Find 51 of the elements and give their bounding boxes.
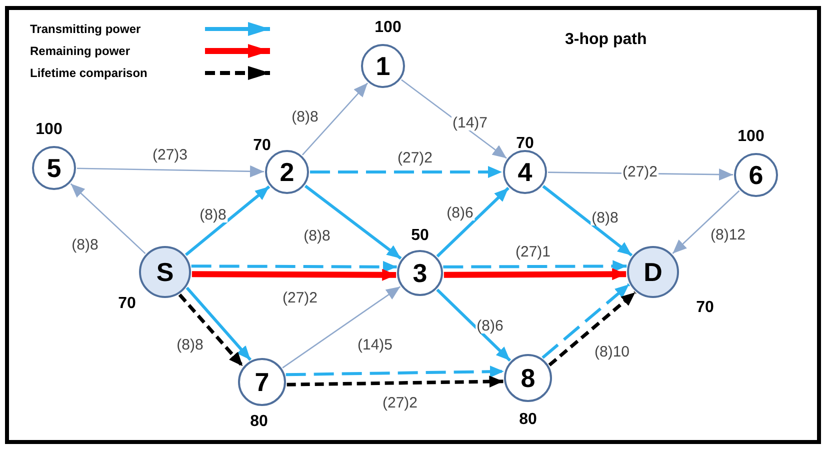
- node-value: 100: [374, 18, 402, 38]
- arrow: [184, 185, 270, 256]
- edge-label: (27)2: [621, 164, 659, 180]
- arrow: [436, 288, 512, 362]
- edge-label: (14)7: [451, 116, 489, 130]
- arrow: [302, 82, 368, 156]
- edge-label: (14)5: [356, 338, 394, 352]
- edge-label: (8)8: [302, 228, 332, 244]
- edge-label: (8)6: [476, 318, 504, 334]
- edge-label: (27)3: [151, 148, 189, 162]
- edge-label: (8)8: [70, 238, 100, 252]
- legend-label: Remaining power: [30, 45, 130, 57]
- arrow: [286, 366, 504, 378]
- legend-label: Transmitting power: [30, 23, 141, 35]
- node-value: 80: [250, 412, 268, 432]
- arrow: [443, 260, 627, 272]
- edge-label: (8)8: [198, 208, 228, 222]
- edge-label: (8)12: [709, 228, 747, 242]
- arrow: [436, 186, 510, 258]
- arrow: [191, 260, 397, 273]
- diagram-title: 3-hop path: [565, 30, 647, 50]
- node-value: 50: [411, 226, 429, 246]
- legend-label: Lifetime comparison: [30, 67, 148, 79]
- arrow: [178, 294, 244, 368]
- arrow: [186, 286, 252, 361]
- edge-label: (27)2: [281, 290, 319, 306]
- node-value: 70: [696, 298, 714, 318]
- node-value: 100: [36, 120, 62, 140]
- arrow: [542, 184, 633, 257]
- arrow: [304, 184, 402, 260]
- arrow: [70, 183, 146, 254]
- edge-label: (8)8: [290, 110, 320, 124]
- arrow: [542, 283, 630, 359]
- arrow: [76, 165, 264, 178]
- node-value: 80: [519, 410, 537, 430]
- arrow: [282, 286, 401, 368]
- arrow: [548, 290, 636, 366]
- edge-label: (8)6: [446, 206, 474, 220]
- arrow: [192, 268, 396, 281]
- arrow: [672, 190, 740, 254]
- edge-label: (8)8: [590, 210, 620, 226]
- edge-label: (8)8: [176, 338, 204, 352]
- arrow: [444, 268, 626, 280]
- node-value: 100: [738, 127, 764, 147]
- edge-label: (27)2: [381, 396, 419, 410]
- arrow: [286, 376, 504, 388]
- node-value: 70: [118, 294, 136, 314]
- edge-label: (27)2: [396, 150, 434, 166]
- arrow: [310, 166, 502, 178]
- edge-label: (8)10: [593, 344, 631, 360]
- edge-label: (27)1: [514, 244, 552, 260]
